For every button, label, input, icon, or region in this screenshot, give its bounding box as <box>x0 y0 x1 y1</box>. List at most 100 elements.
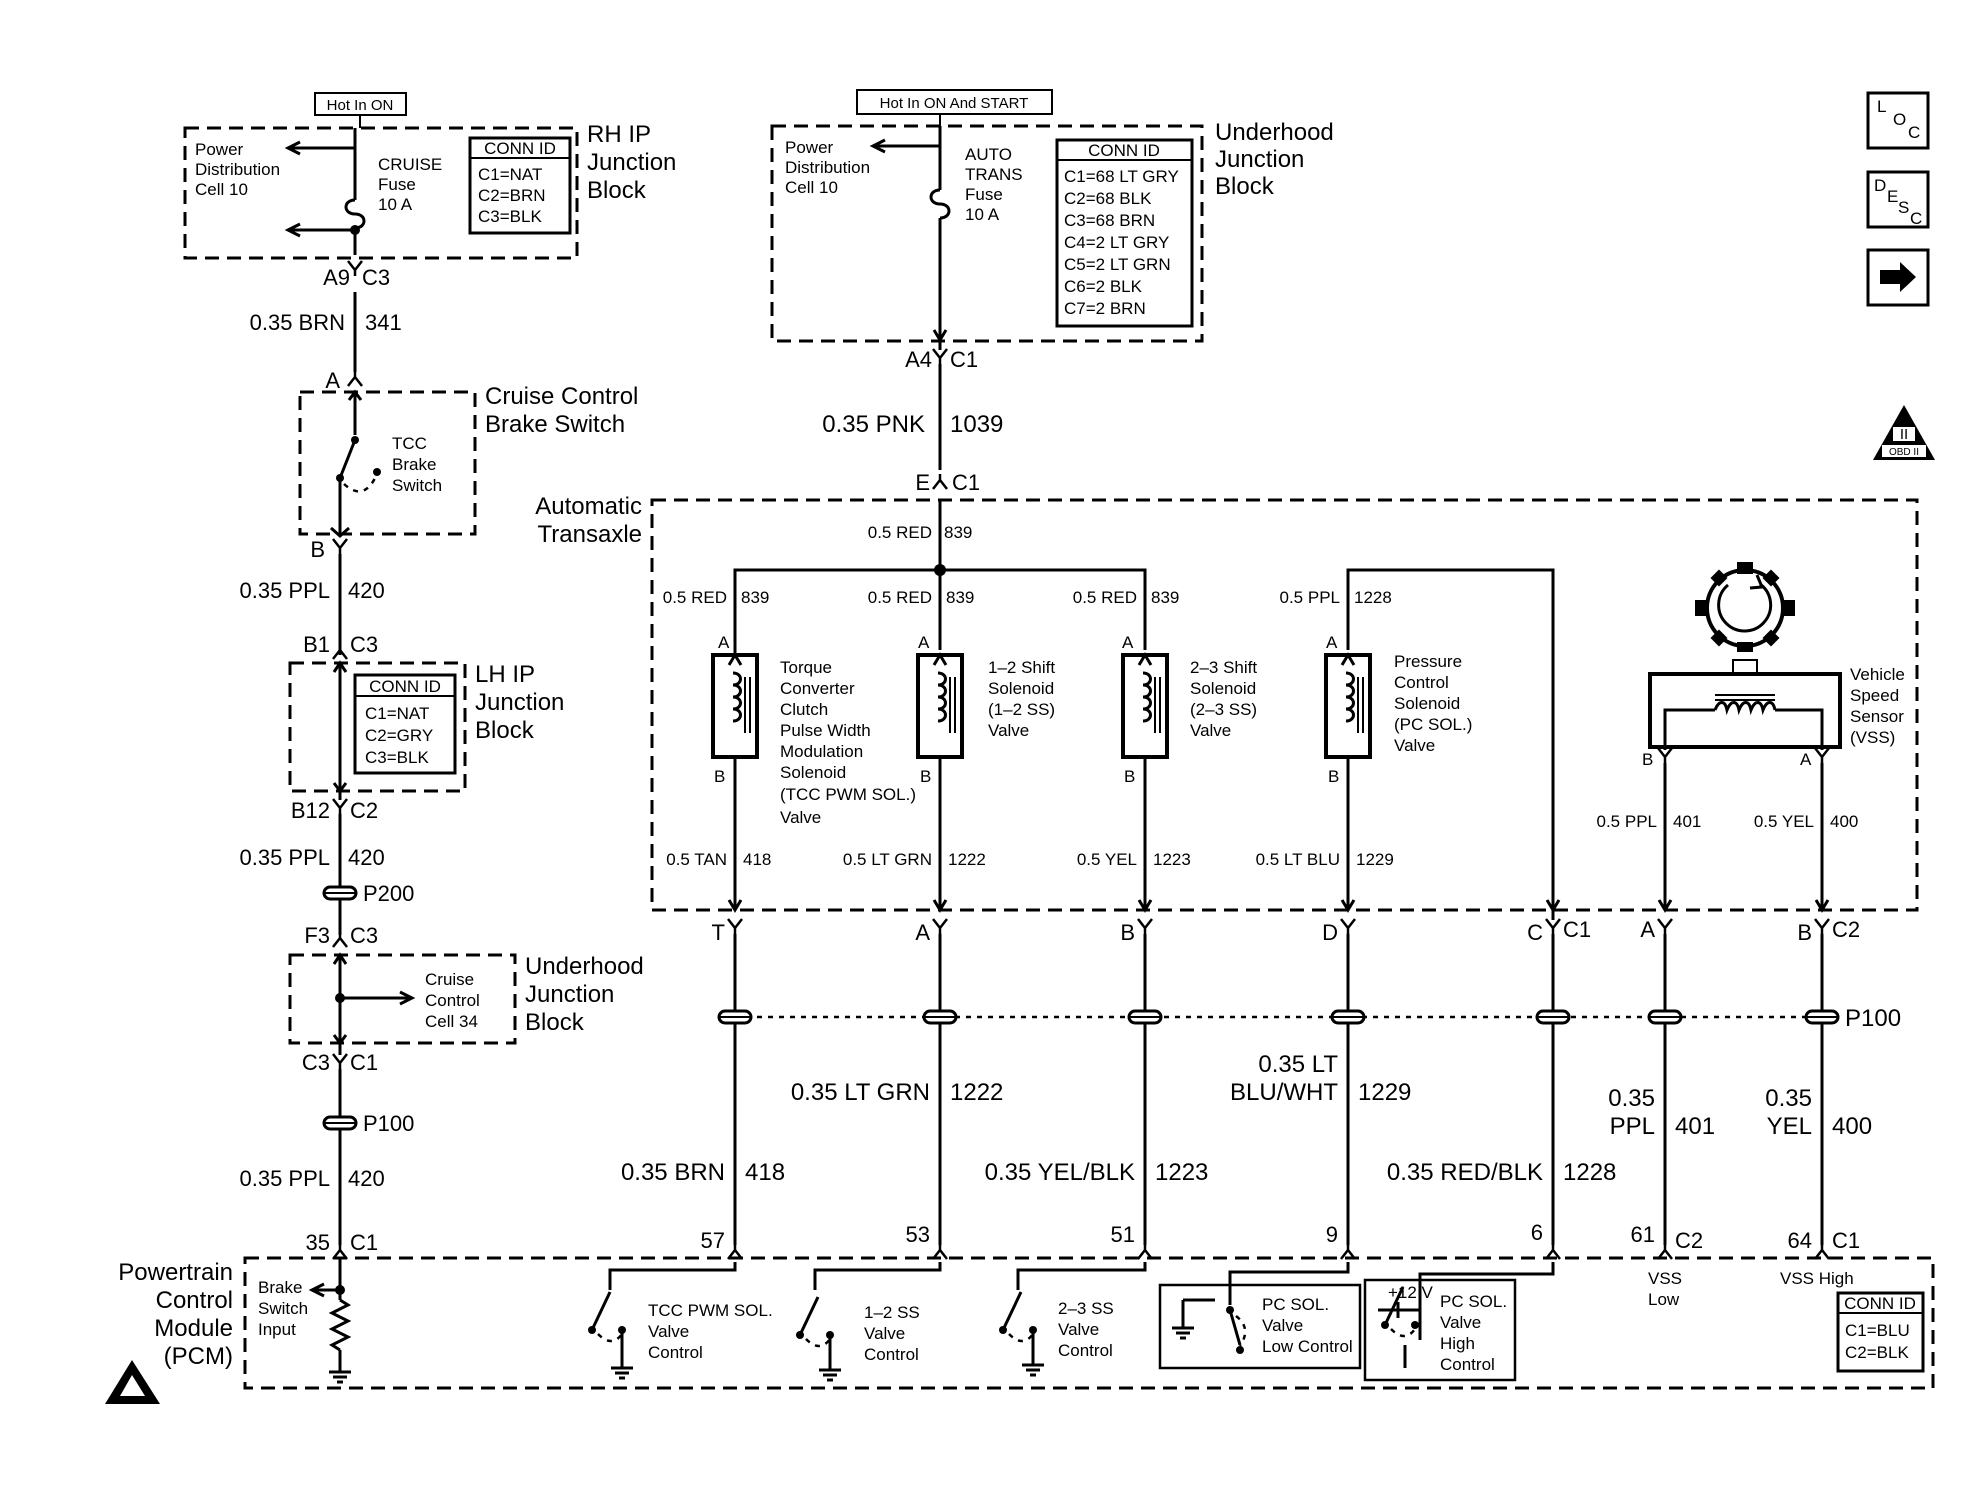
lh-ip-name-1: LH IP <box>475 661 535 688</box>
lh-conn-3: C3=BLK <box>365 748 429 767</box>
pcm-tcc-1: TCC PWM SOL. <box>648 1301 773 1320</box>
sol1-l8: Valve <box>780 808 821 827</box>
iw5-circ: 401 <box>1673 812 1701 831</box>
rh-fuse-3: 10 A <box>378 195 413 214</box>
conn-c1-a4: C1 <box>950 347 978 372</box>
uh-fuse-2: TRANS <box>965 165 1023 184</box>
w3-circ: 420 <box>348 845 385 870</box>
at-conn-c2: C2 <box>1832 917 1860 942</box>
cc-cell-3: Cell 34 <box>425 1012 478 1031</box>
loc-icon[interactable]: L O C <box>1866 91 1930 150</box>
shift-solenoid-2-3: A B 2–3 Shift Solenoid (2–3 SS) Valve <box>1121 633 1257 910</box>
svg-text:S: S <box>1898 198 1909 217</box>
svg-text:C: C <box>1910 209 1922 228</box>
vss-pin-a-conn: A <box>1640 917 1655 942</box>
pcm-pin-57: 57 <box>701 1228 725 1253</box>
sol1-pin-a: A <box>718 633 730 652</box>
pcm-brake-3: Input <box>258 1320 296 1339</box>
conn-b1: B1 <box>303 632 330 657</box>
lh-conn-1: C1=NAT <box>365 704 429 723</box>
conn-c3-4: C3 <box>302 1050 330 1075</box>
underhood-jb-left <box>288 953 517 1045</box>
rh-conn-1: C1=NAT <box>478 165 542 184</box>
sol1-l5: Modulation <box>780 742 863 761</box>
ground-icon <box>1020 1353 1046 1377</box>
sol3-pin-b: B <box>1124 767 1135 786</box>
lh-ip-name-2: Junction <box>475 689 564 716</box>
vss-l1: Vehicle <box>1850 665 1905 684</box>
ground-icon <box>817 1358 843 1382</box>
pcm-pin-64-conn: C1 <box>1832 1228 1860 1253</box>
vss-l2: Speed <box>1850 686 1899 705</box>
pcm-brake-2: Switch <box>258 1299 308 1318</box>
pcm-tcc-3: Control <box>648 1343 703 1362</box>
ow1-gauge: 0.35 BRN <box>621 1159 725 1186</box>
ow3-gauge: 0.35 YEL/BLK <box>985 1159 1135 1186</box>
svg-text:C: C <box>1908 123 1920 142</box>
pcm-pin-64: 64 <box>1788 1228 1812 1253</box>
cruise-pin-a: A <box>325 368 340 393</box>
pcm-pin-6: 6 <box>1531 1220 1543 1245</box>
pcm-pclow-3: Low Control <box>1262 1337 1353 1356</box>
rh-conn-title: CONN ID <box>484 139 556 158</box>
uh-conn-title: CONN ID <box>1088 141 1160 160</box>
conn-b12: B12 <box>291 798 330 823</box>
conn-a4: A4 <box>905 347 932 372</box>
conn-f3: F3 <box>304 923 330 948</box>
pcm-name-2: Control <box>156 1287 233 1314</box>
sol1-l2: Converter <box>780 679 855 698</box>
pcm-vss-low-1: VSS <box>1648 1269 1682 1288</box>
pcm-v12: +12 V <box>1388 1283 1434 1302</box>
uh-conn-6: C6=2 BLK <box>1064 277 1143 296</box>
pressure-control-solenoid: A B Pressure Control Solenoid (PC SOL.) … <box>1324 633 1472 910</box>
at-pin-c: C <box>1527 920 1543 945</box>
pcm-ss12-2: Valve <box>864 1324 905 1343</box>
vss-pin-b: B <box>1642 750 1653 769</box>
w1-gauge: 0.35 BRN <box>250 310 345 335</box>
w-pnk-circ: 1039 <box>950 411 1003 438</box>
pcm-vss-low-2: Low <box>1648 1290 1680 1309</box>
pcm-pin-53: 53 <box>906 1222 930 1247</box>
cruise-sw-name-1: Cruise Control <box>485 383 638 410</box>
lh-ip-name-3: Block <box>475 717 535 744</box>
ow5-gauge: 0.35 RED/BLK <box>1387 1159 1543 1186</box>
uh-left-name-3: Block <box>525 1009 585 1036</box>
sol1-l7: (TCC PWM SOL.) <box>780 785 916 804</box>
pcm-ss12-3: Control <box>864 1345 919 1364</box>
vss-l4: (VSS) <box>1850 728 1895 747</box>
sol3-l3: (2–3 SS) <box>1190 700 1257 719</box>
uh-pd-2: Distribution <box>785 158 870 177</box>
pcm-pclow-1: PC SOL. <box>1262 1295 1329 1314</box>
uh-conn-5: C5=2 LT GRN <box>1064 255 1171 274</box>
at-name-2: Transaxle <box>538 521 642 548</box>
sol4-l4: (PC SOL.) <box>1394 715 1472 734</box>
conn-e: E <box>915 470 930 495</box>
ow6-circ: 401 <box>1675 1113 1715 1140</box>
desc-icon[interactable]: D E S C <box>1866 170 1930 229</box>
w4-gauge: 0.35 PPL <box>239 1166 330 1191</box>
iw1-circ: 418 <box>743 850 771 869</box>
svg-text:L: L <box>1877 97 1886 116</box>
pcm-conn-title: CONN ID <box>1844 1294 1916 1313</box>
pcm-brake-resistor <box>328 1298 352 1352</box>
at-pin-a: A <box>915 920 930 945</box>
pcm-pc-high-box <box>1363 1278 1517 1382</box>
ppl-circ: 1228 <box>1354 588 1392 607</box>
pcm-pchigh-2: Valve <box>1440 1313 1481 1332</box>
uh-left-name-2: Junction <box>525 981 614 1008</box>
hot-on-start-label: Hot In ON And START <box>880 95 1029 112</box>
rh-pd-2: Distribution <box>195 160 280 179</box>
sol2-pin-b: B <box>920 767 931 786</box>
pcm-pchigh-1: PC SOL. <box>1440 1292 1507 1311</box>
pcm-ss23-3: Control <box>1058 1341 1113 1360</box>
svg-text:D: D <box>1874 176 1886 195</box>
iw1-gauge: 0.5 TAN <box>666 850 727 869</box>
uh-name-1: Underhood <box>1215 119 1334 146</box>
sol3-l1: 2–3 Shift <box>1190 658 1257 677</box>
ow4-gauge-1: 0.35 LT <box>1258 1051 1338 1078</box>
w-pnk-gauge: 0.35 PNK <box>822 411 925 438</box>
uh-conn-7: C7=2 BRN <box>1064 299 1146 318</box>
next-arrow-icon[interactable] <box>1866 248 1930 307</box>
tcc-pwm-solenoid: A B Torque Converter Clutch Pulse Width … <box>711 633 916 910</box>
